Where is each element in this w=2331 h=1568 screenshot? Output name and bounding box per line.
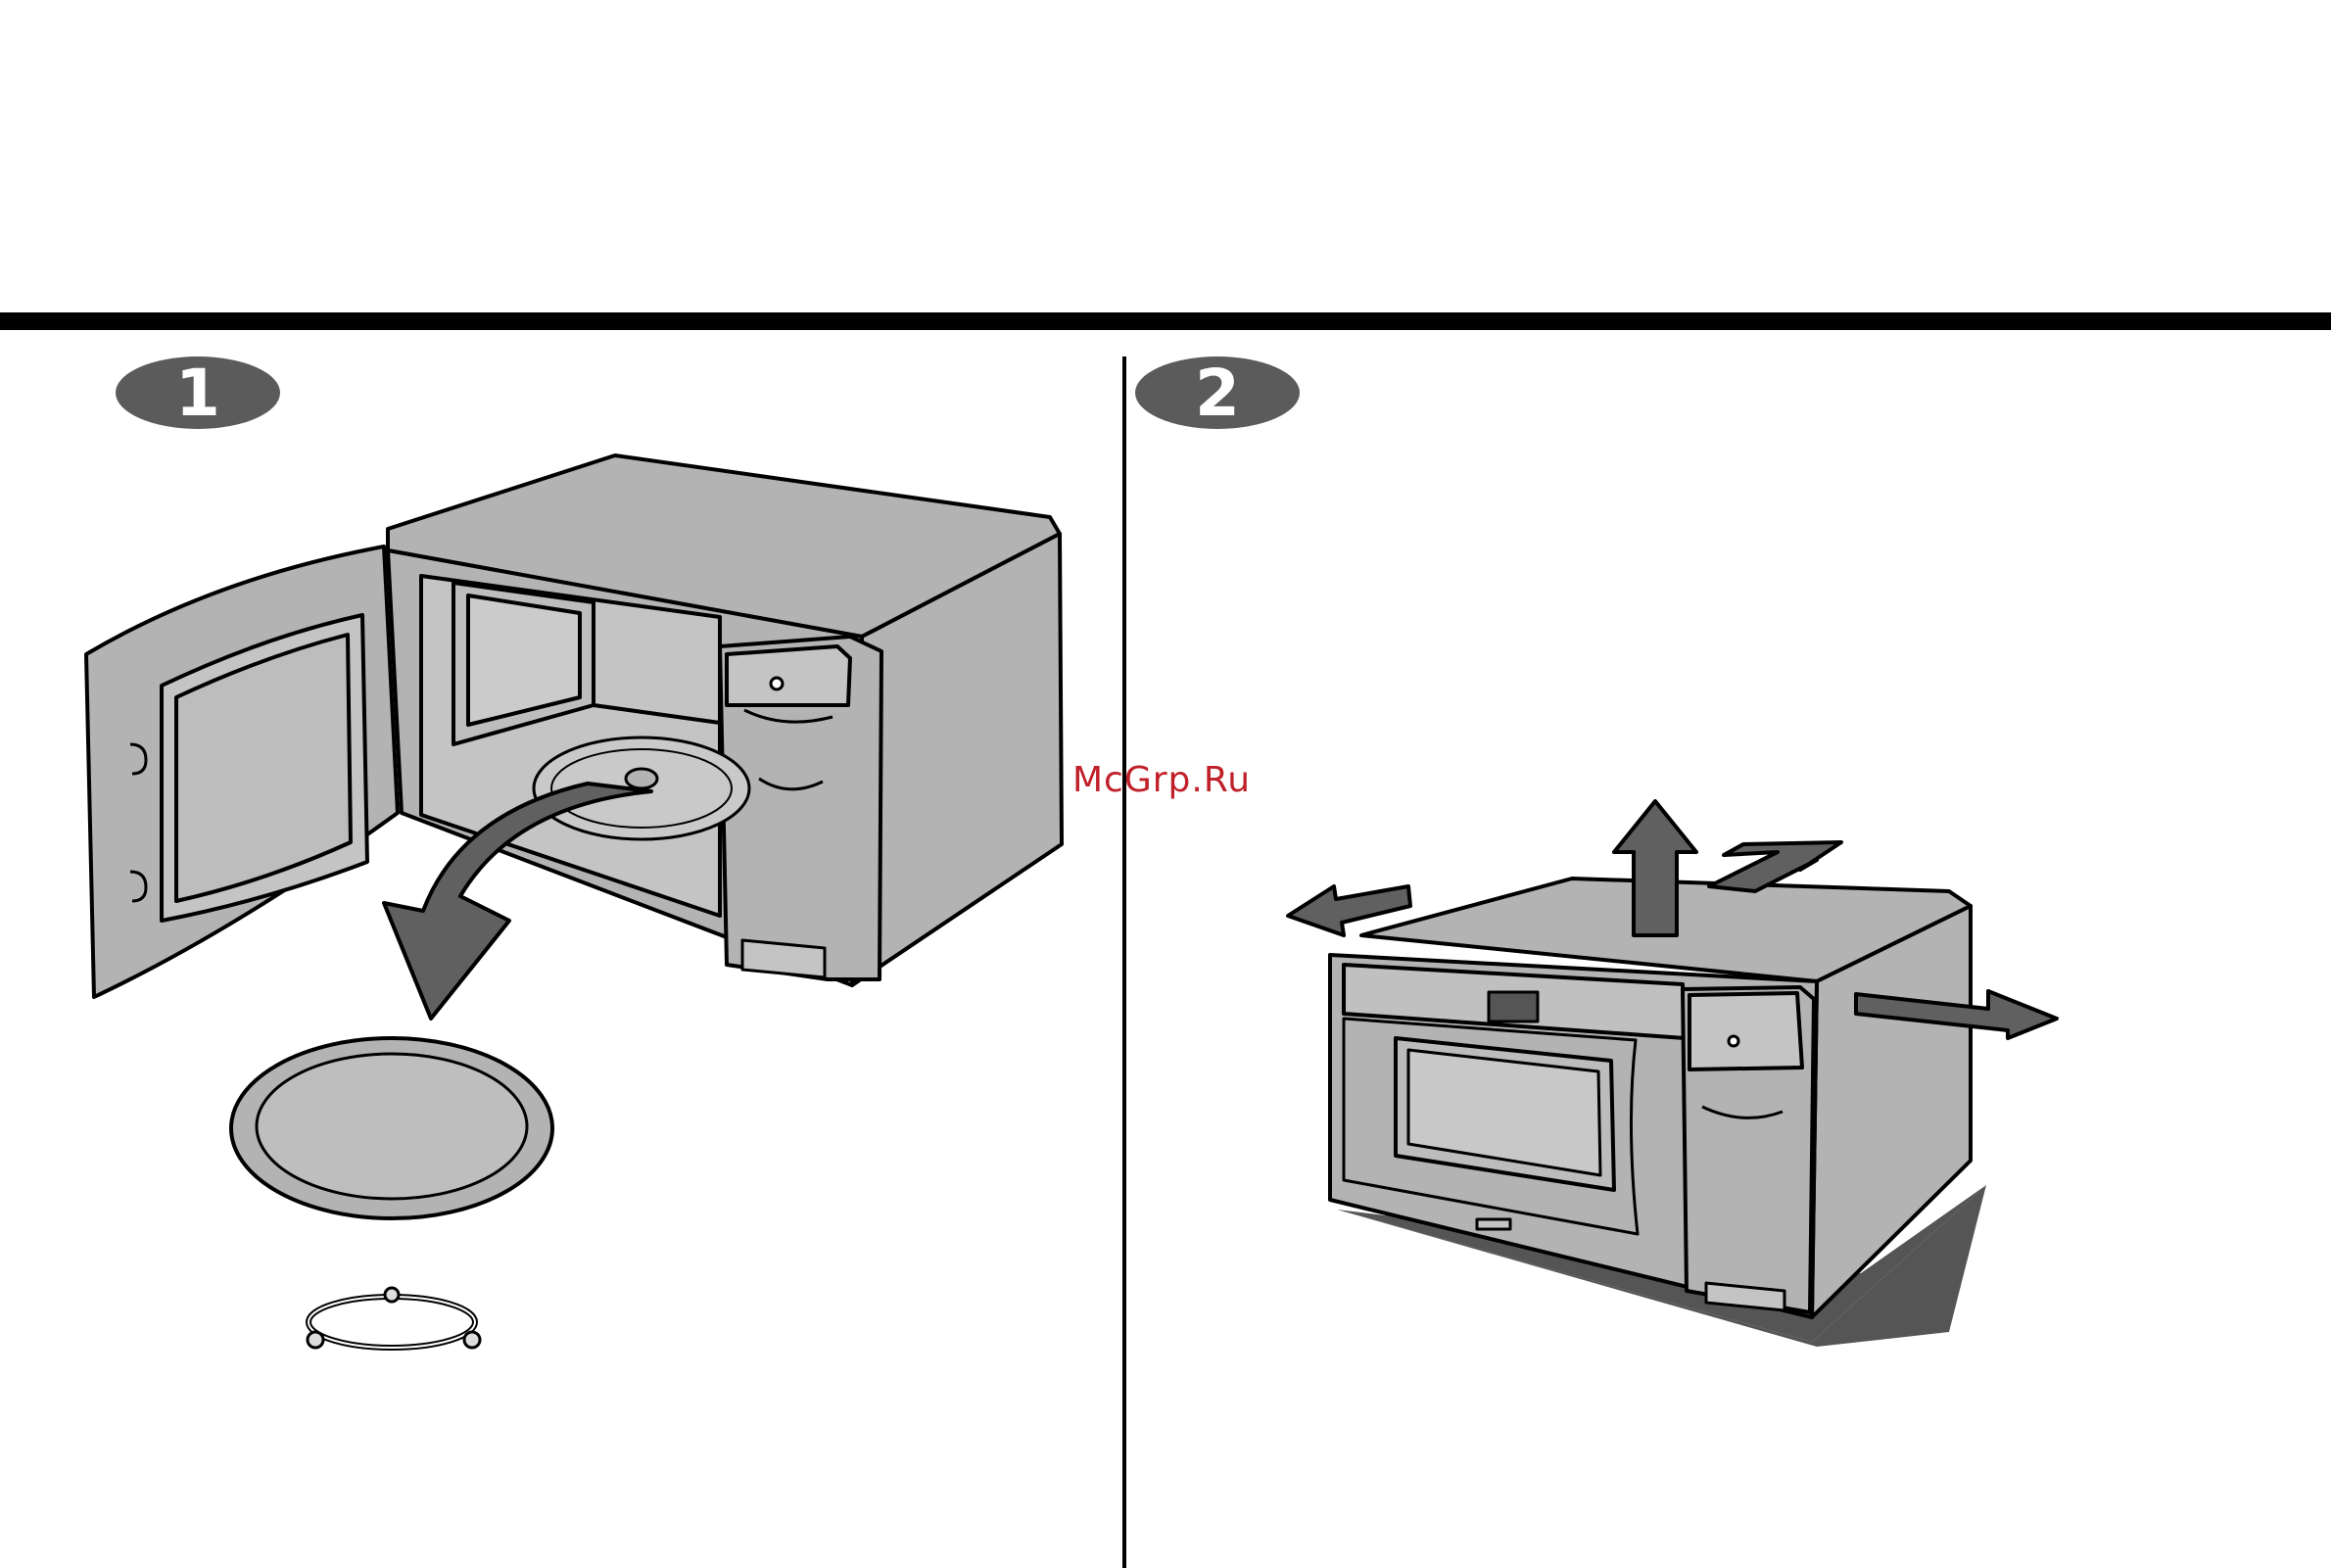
step-1-illustration [0, 0, 1122, 1568]
step-2-illustration [1126, 0, 2331, 1568]
